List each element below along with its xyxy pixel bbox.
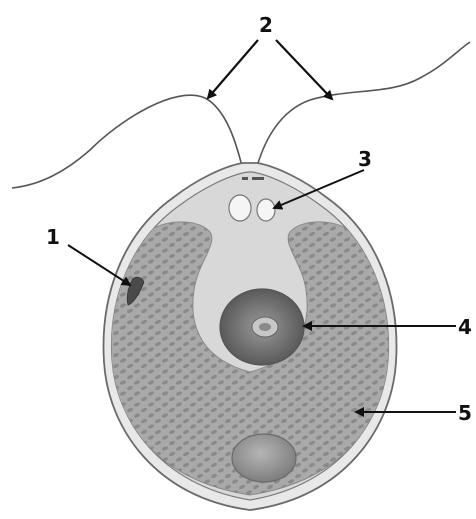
label-3: 3 bbox=[358, 147, 372, 171]
label-2: 2 bbox=[259, 13, 273, 37]
contractile-vacuole-right bbox=[257, 199, 275, 221]
nucleolus-core bbox=[259, 323, 271, 331]
basal-bodies bbox=[242, 177, 264, 180]
pyrenoid bbox=[232, 434, 296, 482]
contractile-vacuole-left bbox=[229, 195, 251, 221]
label-5: 5 bbox=[458, 401, 472, 425]
label-1: 1 bbox=[46, 225, 60, 249]
label-2-arrow-right bbox=[276, 40, 332, 99]
left-flagellum bbox=[12, 95, 243, 188]
label-2-arrow-left bbox=[208, 40, 258, 98]
label-4: 4 bbox=[458, 315, 472, 339]
